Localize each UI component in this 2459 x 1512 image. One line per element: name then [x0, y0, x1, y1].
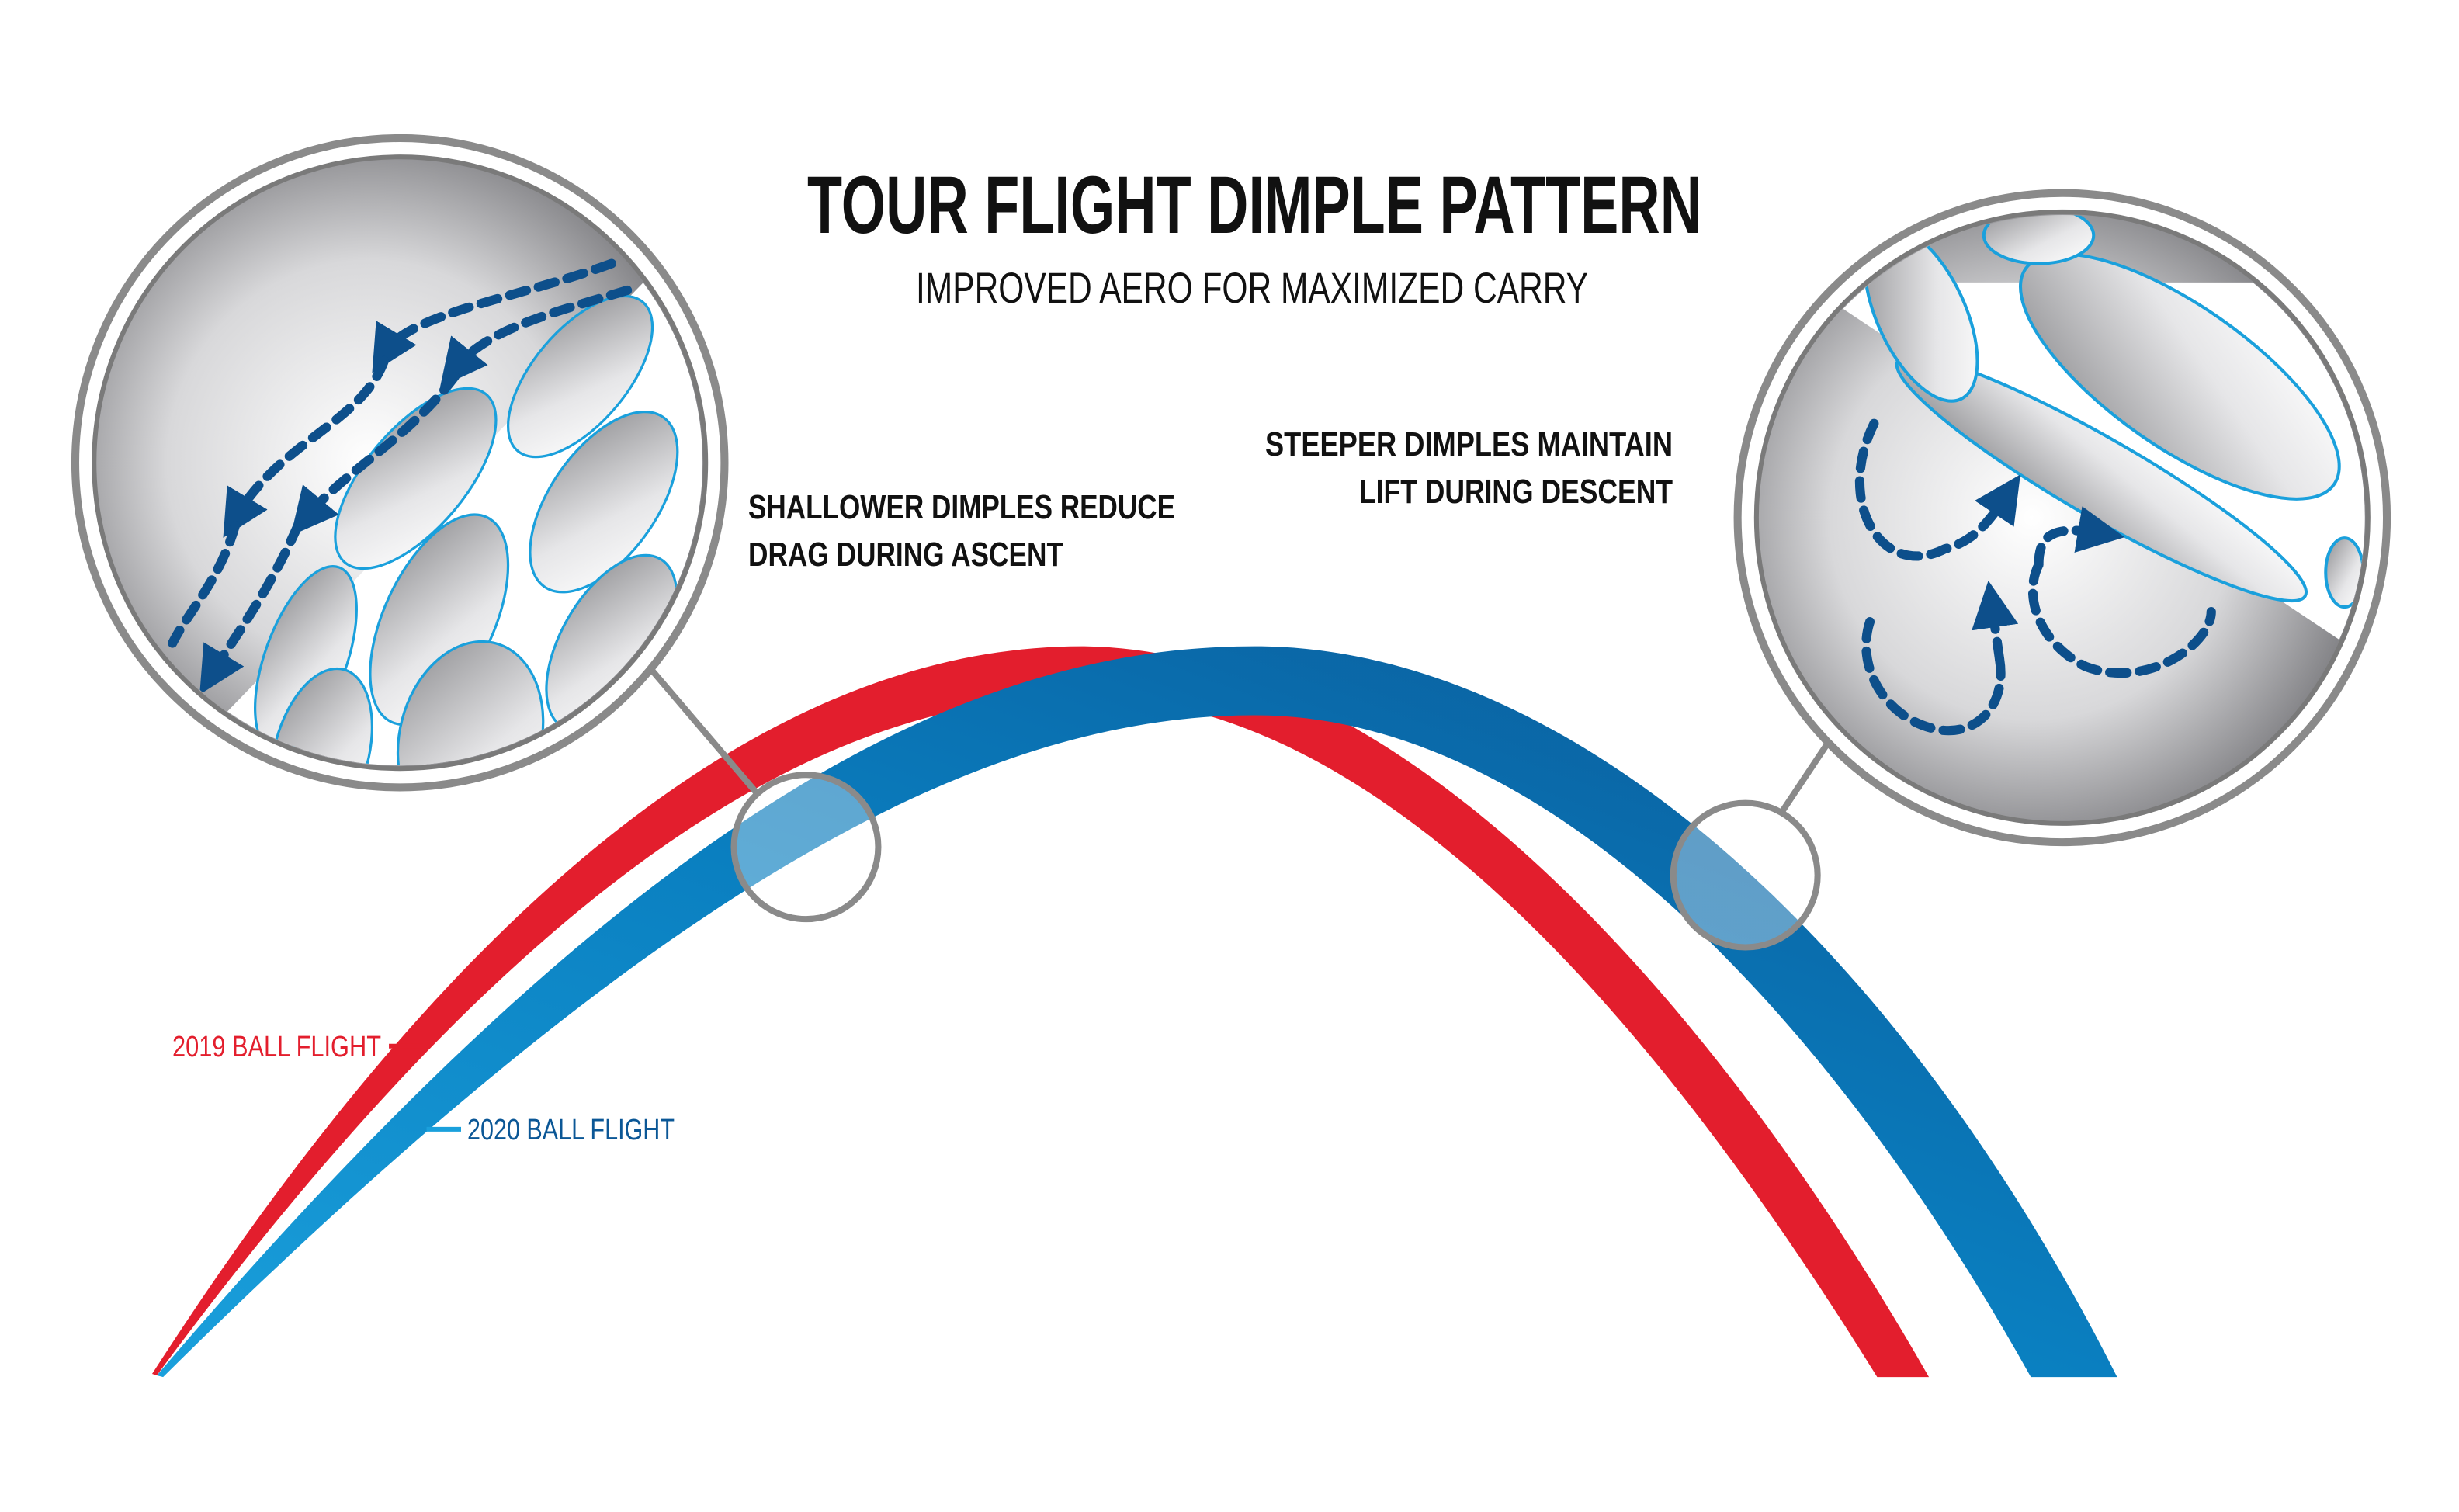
legend-2019-wrap: 2019 BALL FLIGHT: [172, 1032, 430, 1062]
legend-2020-label: 2020 BALL FLIGHT: [467, 1114, 675, 1146]
ascent-magnifier-ring: [730, 772, 882, 923]
legend-2019-label: 2019 BALL FLIGHT: [172, 1031, 381, 1063]
page-title-wrap: TOUR FLIGHT DIMPLE PATTERN: [807, 165, 2079, 246]
descent-connector-line: [1778, 735, 1835, 814]
descent-callout-line-2-wrap: LIFT DURING DESCENT: [1359, 475, 1748, 509]
ascent-callout-line-2-wrap: DRAG DURING ASCENT: [748, 538, 1142, 572]
shallow-dimples: [254, 294, 679, 766]
page-subtitle-wrap: IMPROVED AERO FOR MAXIMIZED CARRY: [916, 266, 1802, 310]
ascent-connector-line: [643, 661, 758, 795]
legend-2020-wrap: 2020 BALL FLIGHT: [467, 1115, 725, 1145]
descent-zoom-circle: [1733, 189, 2391, 847]
turbulence-arrows: [1855, 418, 2216, 736]
ascent-zoom-circle: [71, 134, 729, 792]
descent-magnifier-ring: [1670, 799, 1821, 951]
page-title: TOUR FLIGHT DIMPLE PATTERN: [807, 160, 1701, 251]
ascent-callout-line-1-wrap: SHALLOWER DIMPLES REDUCE: [748, 491, 1283, 525]
descent-callout-line-1-wrap: STEEPER DIMPLES MAINTAIN: [1265, 428, 1760, 462]
flight-path-2020: [157, 646, 2117, 1378]
ascent-callout-line-1: SHALLOWER DIMPLES REDUCE: [748, 488, 1175, 526]
descent-callout-line-1: STEEPER DIMPLES MAINTAIN: [1265, 425, 1673, 463]
descent-callout-line-2: LIFT DURING DESCENT: [1359, 473, 1673, 511]
flight-path-2019: [151, 646, 1930, 1378]
airflow-arrows: [168, 258, 633, 695]
ascent-callout-line-2: DRAG DURING ASCENT: [748, 536, 1063, 574]
page-subtitle: IMPROVED AERO FOR MAXIMIZED CARRY: [916, 263, 1588, 312]
